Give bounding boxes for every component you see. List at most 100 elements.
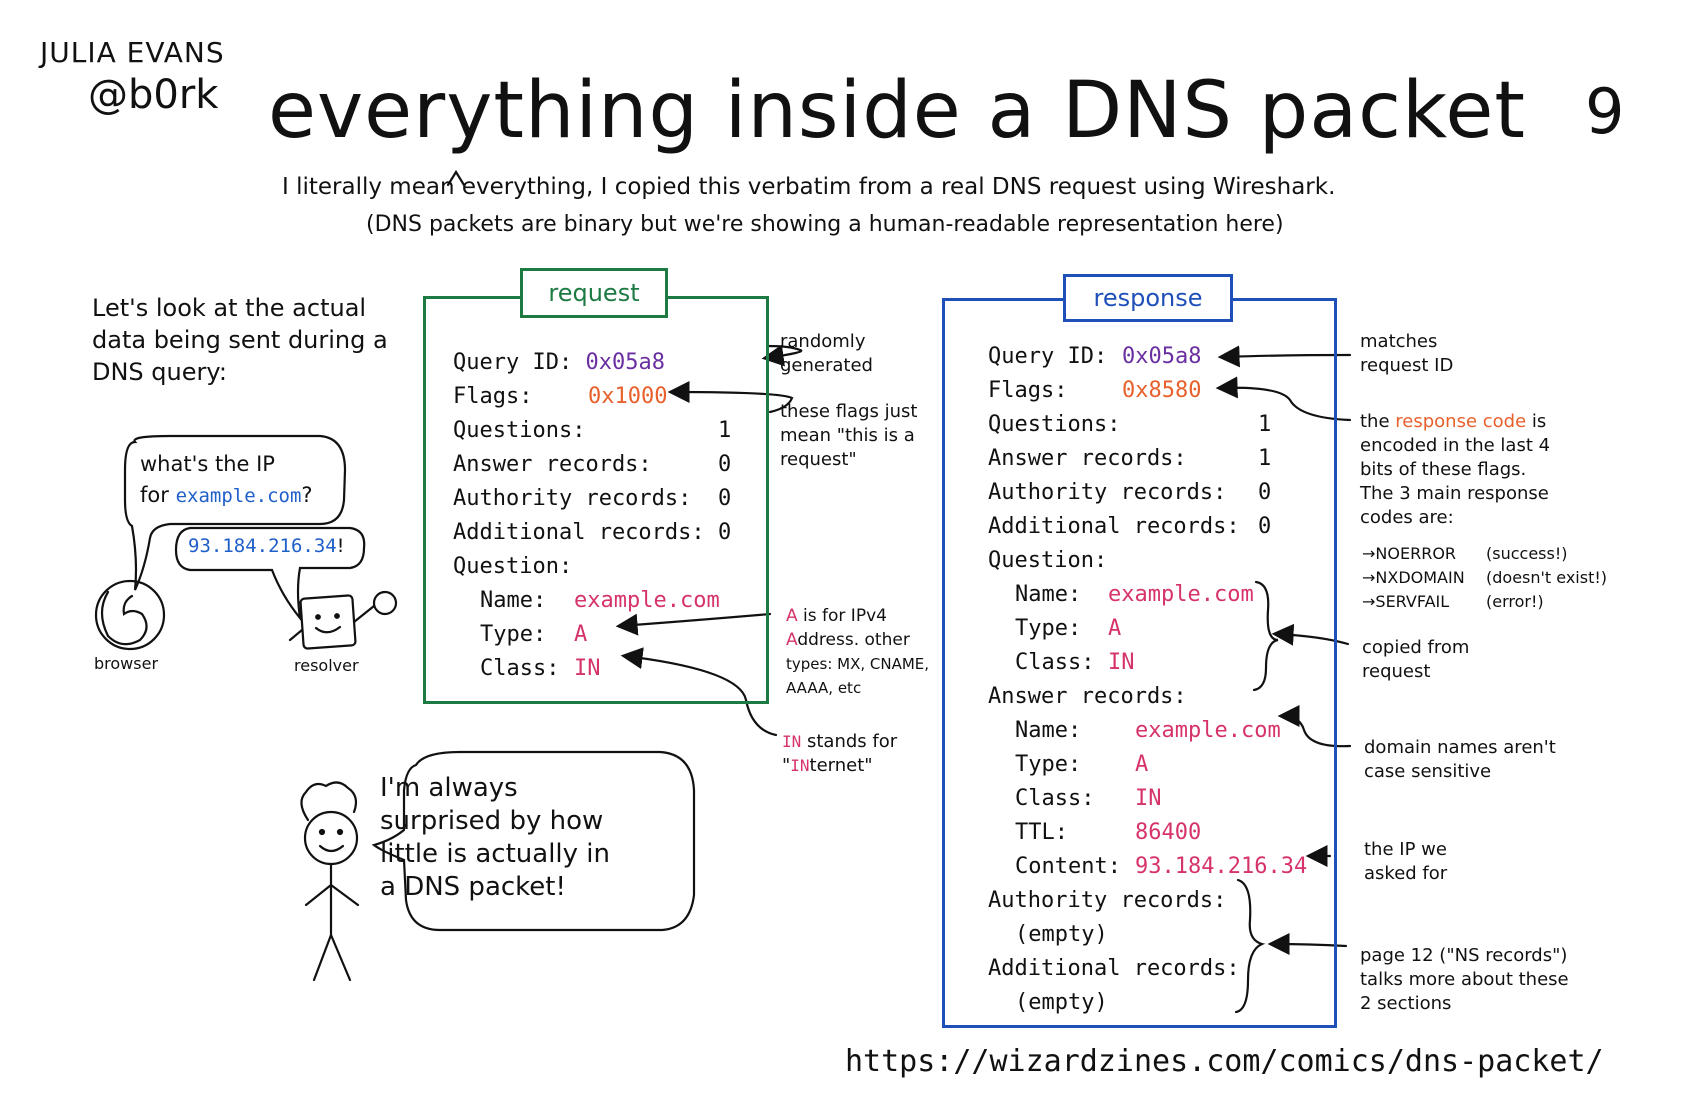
arrow-case	[1277, 705, 1352, 748]
req-answer-records-value: 0	[718, 452, 732, 477]
resp-flags-label: Flags:	[988, 378, 1068, 403]
note-a-line-2: Address. other	[786, 628, 929, 652]
resp-additional-records-value: 0	[1258, 514, 1272, 539]
speech-text: I'm always surprised by how little is ac…	[380, 772, 610, 904]
speech-line-2: surprised by how	[380, 806, 604, 836]
speech-line-4: a DNS packet!	[380, 872, 566, 902]
code-meaning: (error!)	[1486, 592, 1544, 611]
speech-line-1: I'm always	[380, 773, 518, 803]
note-in-rest-2: ternet"	[809, 755, 873, 776]
resolver-icon	[288, 590, 398, 650]
note-rc-highlight: response code	[1395, 411, 1527, 432]
req-type-value: A	[574, 622, 588, 647]
brace-sections	[1234, 878, 1266, 1014]
resp-additional-records-label: Additional records:	[988, 514, 1240, 539]
resp-a-name-value: example.com	[1135, 718, 1281, 743]
question-line-1: what's the IP	[140, 452, 275, 476]
browser-label: browser	[94, 654, 159, 673]
page-number: 9	[1585, 75, 1625, 148]
resp-authority-records-label: Authority records:	[988, 480, 1227, 505]
author-handle: @b0rk	[88, 72, 219, 118]
code-name: →NOERROR	[1362, 544, 1457, 563]
resp-flags-value: 0x8580	[1122, 378, 1202, 403]
code-item: →NOERROR(success!)	[1362, 542, 1607, 566]
answer-bubble	[174, 526, 366, 622]
note-in-letters: IN	[782, 732, 802, 751]
req-name-label: Name:	[480, 588, 547, 613]
resp-q-class-label: Class:	[1015, 650, 1095, 675]
resp-q-type-label: Type:	[1015, 616, 1082, 641]
resp-authority-records-value: 0	[1258, 480, 1272, 505]
req-authority-records-label: Authority records:	[453, 486, 692, 511]
note-response-code: the response code is encoded in the last…	[1360, 410, 1550, 530]
resp-q-name-value: example.com	[1108, 582, 1254, 607]
note-ns-records: page 12 ("NS records") talks more about …	[1360, 944, 1569, 1016]
page-title: everything inside a DNS packet	[268, 66, 1526, 156]
code-meaning: (doesn't exist!)	[1486, 568, 1608, 587]
code-item: →SERVFAIL (error!)	[1362, 590, 1607, 614]
req-flags-row: Flags:	[453, 384, 532, 409]
note-in-quote: "	[782, 755, 791, 776]
source-url: https://wizardzines.com/comics/dns-packe…	[845, 1044, 1604, 1079]
arrow-sections	[1267, 933, 1348, 956]
resp-authority-label: Authority records:	[988, 888, 1227, 913]
note-class-in: IN stands for "INternet"	[782, 730, 897, 778]
note-ip-asked: the IP we asked for	[1364, 838, 1447, 886]
note-ip-line-2: asked for	[1364, 863, 1448, 884]
code-name: →NXDOMAIN	[1362, 568, 1465, 587]
note-randomly-generated: randomly generated	[780, 330, 873, 378]
resp-answer-records-value: 1	[1258, 446, 1272, 471]
arrow-resp-flags	[1215, 376, 1352, 422]
resp-a-class-label: Class:	[1015, 786, 1095, 811]
req-flags-label: Flags:	[453, 384, 533, 409]
note-ns-line-3: 2 sections	[1360, 993, 1452, 1014]
resp-additional-empty: (empty)	[1015, 990, 1108, 1015]
req-name-value: example.com	[574, 588, 720, 613]
question-bubble	[123, 434, 347, 591]
req-additional-records-label: Additional records:	[453, 520, 705, 545]
note-a2-rest: ddress. other	[797, 630, 910, 650]
note-rc-line-5: codes are:	[1360, 507, 1454, 528]
intro-text: Let's look at the actual data being sent…	[92, 294, 388, 386]
question-bubble-text: what's the IP for example.com?	[140, 449, 313, 512]
resp-q-type-value: A	[1108, 616, 1122, 641]
note-ns-line-2: talks more about these	[1360, 969, 1569, 990]
note-copied-line-2: request	[1362, 661, 1431, 682]
resp-question-label: Question:	[988, 548, 1108, 573]
question-for: for	[140, 483, 169, 507]
resp-q-class-value: IN	[1108, 650, 1135, 675]
req-additional-records-value: 0	[718, 520, 732, 545]
req-flags-value: 0x1000	[588, 384, 668, 409]
note-a-rest: is for IPv4	[797, 606, 887, 626]
note-in-line-2: "INternet"	[782, 754, 897, 778]
resp-a-content-value: 93.184.216.34	[1135, 854, 1308, 879]
author-name: JULIA EVANS	[40, 36, 225, 69]
code-item: →NXDOMAIN (doesn't exist!)	[1362, 566, 1607, 590]
note-copied-line-1: copied from	[1362, 637, 1470, 658]
response-label: response	[1063, 274, 1233, 322]
browser-icon	[94, 579, 166, 651]
req-questions-value: 1	[718, 418, 732, 443]
note-a-line-3: types: MX, CNAME,	[786, 655, 930, 673]
code-name: →SERVFAIL	[1362, 592, 1450, 611]
note-type-a: A is for IPv4 Address. other types: MX, …	[786, 604, 929, 700]
question-domain: example.com	[175, 485, 302, 507]
answer-bubble-text: 93.184.216.34!	[188, 535, 344, 557]
arrow-copied	[1271, 623, 1350, 646]
note-match-line-1: matches	[1360, 331, 1438, 352]
note-a-line-4: AAAA, etc	[786, 679, 862, 697]
stick-figure-icon	[300, 781, 360, 982]
resp-query-id-label: Query ID:	[988, 344, 1108, 369]
note-rc-line-4: The 3 main response	[1360, 483, 1549, 504]
resp-a-type-value: A	[1135, 752, 1149, 777]
req-question-label: Question:	[453, 554, 573, 579]
resp-a-ttl-label: TTL:	[1015, 820, 1068, 845]
speech-bubble	[371, 750, 696, 932]
resp-authority-empty: (empty)	[1015, 922, 1108, 947]
question-mark: ?	[301, 483, 313, 507]
subtitle-line-1: I literally mean everything, I copied th…	[282, 174, 1336, 200]
req-answer-records-label: Answer records:	[453, 452, 652, 477]
resolver-label: resolver	[294, 656, 359, 675]
subtitle-line-2: (DNS packets are binary but we're showin…	[366, 212, 1284, 237]
